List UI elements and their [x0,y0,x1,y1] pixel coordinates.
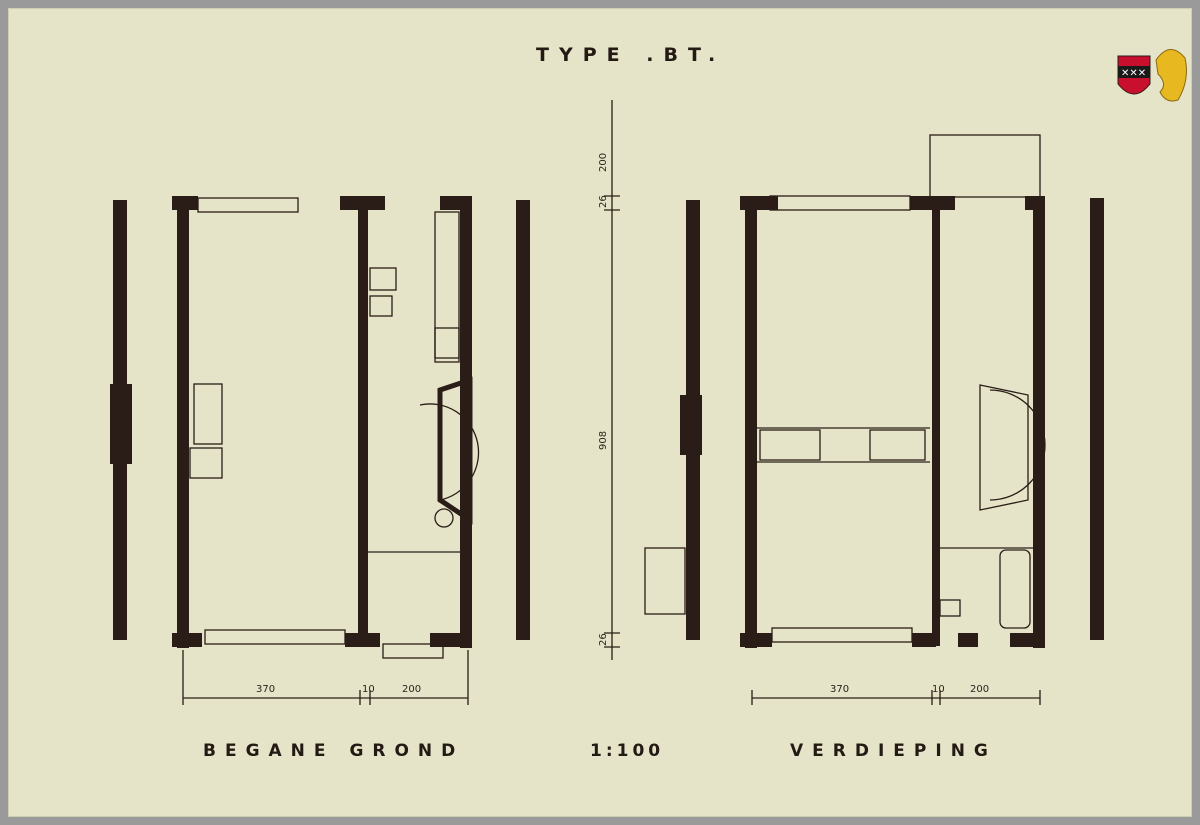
upper-dim-right: 200 [970,684,989,695]
upper-side-bay [644,547,686,615]
upper-stair-curve [989,389,1046,501]
ground-pier-n [340,196,385,210]
ground-dimension-lines [182,650,469,705]
upper-stair-enclosure [979,384,1029,511]
ground-stair-curve [419,403,480,501]
upper-window-s [771,627,913,643]
ground-grid-cabinet [193,383,223,445]
ground-corner-ne [440,196,472,210]
ground-window-n [197,197,299,213]
ground-corner-nw [172,196,198,210]
ground-east-wall [460,198,472,648]
ground-right-party-wall [516,200,530,640]
upper-corner-sw [740,633,772,647]
upper-west-wall [745,198,757,648]
upper-bathtub [999,549,1031,629]
upper-closet-left [759,429,821,461]
vertical-dim-wall-bottom: 26 [598,633,609,646]
ground-corner-se [430,633,472,647]
ground-middle-wall [358,198,368,646]
ground-west-wall [177,198,189,648]
vertical-dim-depth: 908 [598,431,609,450]
upper-floor-label: VERDIEPING [790,741,997,761]
vertical-dimension-line [604,100,620,660]
upper-right-party-wall [1090,198,1104,640]
ground-window-s [204,629,346,645]
upper-east-wall [1033,198,1045,648]
upper-middle-wall [932,198,940,646]
svg-text:✕✕✕: ✕✕✕ [1121,68,1146,79]
ground-stair-wall [437,376,473,525]
ground-sink [369,267,397,291]
ground-dim-right: 200 [402,684,421,695]
upper-dim-wall: 10 [932,684,945,695]
upper-closet-right [869,429,926,461]
drawing-sheet [8,8,1192,817]
ground-floor-label: BEGANE GROND [203,741,465,761]
upper-corner-ne [1025,196,1045,210]
upper-corner-se [1010,633,1045,647]
ground-dim-left: 370 [256,684,275,695]
ground-left-party-wall [110,200,132,640]
ground-corner-sw [172,633,202,647]
upper-pier-n [910,196,955,210]
upper-corner-nw [740,196,778,210]
vertical-dim-wall-top: 26 [598,195,609,208]
vertical-dim-top: 200 [598,153,609,172]
scale-label: 1:100 [590,741,665,761]
upper-left-party-wall [680,200,702,640]
upper-pier-s [912,633,936,647]
ground-dim-wall: 10 [362,684,375,695]
ground-toilet [434,508,454,528]
coat-of-arms-icon: ✕✕✕ [1117,49,1187,102]
ground-appliance [369,295,393,317]
ground-pier-s [345,633,380,647]
ground-kitchen-counter [434,211,460,363]
upper-balcony [929,134,1041,198]
ground-entrance [382,643,444,659]
upper-pier-s2 [958,633,978,647]
ground-stove [434,327,460,359]
drawing-title: TYPE .BT. [536,44,726,66]
upper-dimension-lines [751,690,1041,705]
ground-radiator [189,447,223,479]
upper-dim-left: 370 [830,684,849,695]
upper-window-n [769,195,911,211]
upper-closet-walls [757,427,930,463]
upper-washbasin [939,599,961,617]
